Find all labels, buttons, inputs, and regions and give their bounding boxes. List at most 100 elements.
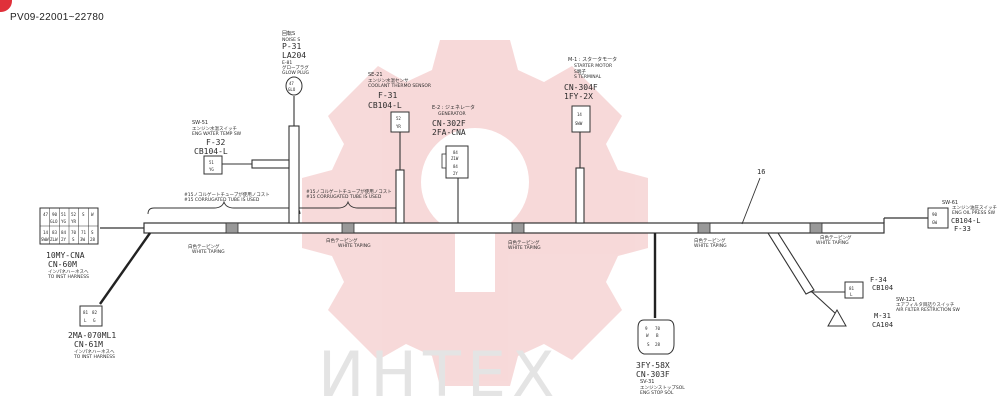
branch-sub-connector xyxy=(99,232,151,305)
main-pin: 84 xyxy=(61,230,67,235)
generator-pin: 84 xyxy=(453,150,458,155)
sub-conn: CN-61M xyxy=(74,340,103,349)
water-temp-conn: F-32 xyxy=(206,138,225,147)
generator-part: 2FA-CNA xyxy=(432,128,466,137)
main-pin: S xyxy=(72,237,75,242)
coolant-sensor-connector xyxy=(390,111,410,133)
generator-en: GENERATOR xyxy=(438,111,466,117)
tube-note-en: #15 CORRUGATED TUBE IS USED xyxy=(306,194,382,200)
main-pin: S xyxy=(82,212,85,217)
air-filter-switch-icon xyxy=(827,308,847,327)
sub-pin: 82 xyxy=(92,310,98,315)
starter-conn: CN-304F xyxy=(564,83,598,92)
oil-press-pin: GW xyxy=(932,220,938,225)
branch-coolant xyxy=(395,132,405,224)
oil-press-en: ENG OIL PRESS SW xyxy=(952,210,996,216)
main-pin: S xyxy=(91,230,94,235)
main-en: TO INST HARNESS xyxy=(47,274,89,280)
main-pin: 70 xyxy=(71,230,77,235)
main-pin: 51 xyxy=(61,212,67,217)
glow-pin: GLO xyxy=(288,87,296,92)
noise-conn: P-31 xyxy=(282,42,301,51)
stop-sol-jp: エンジンストップSOL xyxy=(640,385,685,391)
stop-sol-pin: B xyxy=(656,333,659,338)
noise-code: 回転S xyxy=(282,31,295,37)
generator-pin: 2Y xyxy=(453,171,458,176)
stop-sol-part: 3FY-58X xyxy=(636,361,670,370)
taping-patches xyxy=(225,222,823,234)
taping-jp: 白色テーピング xyxy=(508,239,540,246)
stop-sol-pin: 28 xyxy=(655,342,661,347)
main-connector-grid xyxy=(40,208,98,244)
sub-en: TO INST HARNESS xyxy=(73,354,115,360)
generator-connector-latch xyxy=(441,153,447,169)
sub-pin: 81 xyxy=(83,310,89,315)
starter-pin: SWW xyxy=(575,121,583,126)
starter-term-jp: S端子 xyxy=(574,68,586,75)
generator-conn: CN-302F xyxy=(432,119,466,128)
generator-pin: Z1W xyxy=(451,156,459,161)
main-pin: 71 xyxy=(81,230,87,235)
glow-jp: グロープラグ xyxy=(282,64,309,71)
water-temp-sw-connector xyxy=(203,155,223,175)
stop-sol-pin: 9 xyxy=(645,326,648,331)
taping-patch xyxy=(511,222,525,234)
air-filter-conn1: F-34 xyxy=(870,276,887,284)
starter-connector xyxy=(571,105,591,133)
stop-sol-en: ENG STOP SOL xyxy=(640,390,674,396)
stop-sol-code: SV-31 xyxy=(640,379,654,385)
branch-noise xyxy=(222,96,300,224)
oil-press-code: SW-61 xyxy=(942,200,958,206)
main-pin: 52 xyxy=(71,212,77,217)
main-pin: ZLW xyxy=(50,237,58,242)
stop-sol-pin: S xyxy=(647,342,650,347)
taping-en: WHITE TAPING xyxy=(816,240,849,246)
starter-en: STARTER MOTOR xyxy=(574,63,612,69)
noise-part: LA204 xyxy=(282,51,306,60)
taping-en: WHITE TAPING xyxy=(338,243,371,249)
taping-jp: 白色テーピング xyxy=(188,243,220,250)
coolant-pin: 52 xyxy=(396,116,401,121)
water-temp-jp: エンジン水温スイッチ xyxy=(192,125,237,132)
main-pin: 83 xyxy=(52,230,58,235)
tube-note-en: #15 CORRUGATED TUBE IS USED xyxy=(184,197,260,203)
taping-jp: 白色テーピング xyxy=(694,237,726,244)
stop-sol-conn: CN-303F xyxy=(636,370,670,379)
main-part: 10MY-CNA xyxy=(46,251,85,260)
air-filter-pin: 81 xyxy=(849,286,855,291)
sub-connector xyxy=(79,305,103,327)
water-temp-part: CB104-L xyxy=(194,147,228,156)
main-pin: YG xyxy=(61,219,67,224)
taping-patch xyxy=(809,222,823,234)
taping-en: WHITE TAPING xyxy=(192,249,225,255)
tube-note-jp: #15ノコルゲートチューブが使用ノコスト xyxy=(184,191,270,198)
water-temp-en: ENG WATER TEMP SW xyxy=(192,131,242,137)
air-filter-connector xyxy=(844,281,864,299)
taping-patch xyxy=(225,222,239,234)
oil-press-part: F-33 xyxy=(954,225,971,233)
coolant-en: COOLANT THERMO SENSOR xyxy=(368,83,431,89)
sub-jp: インパネハーネスへ xyxy=(74,349,115,355)
coolant-part: CB104-L xyxy=(368,101,402,110)
glow-plug-connector xyxy=(285,76,303,96)
taping-patch xyxy=(697,222,711,234)
main-pin: 47 xyxy=(43,212,49,217)
taping-jp: 白色テーピング xyxy=(820,234,852,241)
sub-pin: L xyxy=(84,318,87,323)
wire-number: 16 xyxy=(757,168,765,176)
air-filter-part1: CB104 xyxy=(872,284,893,292)
branch-starter xyxy=(575,132,585,224)
air-filter-en: AIR FILTER RESTRICTION SW xyxy=(896,307,960,313)
main-pin: 28 xyxy=(90,237,96,242)
wire-number-leader xyxy=(741,177,761,225)
glow-en: GLOW PLUG xyxy=(282,70,310,76)
sub-part: 2MA-070ML1 xyxy=(68,331,116,340)
stop-sol-connector xyxy=(637,319,675,355)
sub-pin: G xyxy=(93,318,96,323)
main-pin: 2Y xyxy=(61,237,67,242)
glow-pin: 47 xyxy=(289,81,294,86)
water-temp-pin: 51 xyxy=(209,160,214,165)
oil-press-connector xyxy=(927,207,949,229)
generator-pin: 84 xyxy=(453,164,458,169)
coolant-code: SE-21 xyxy=(368,72,383,78)
